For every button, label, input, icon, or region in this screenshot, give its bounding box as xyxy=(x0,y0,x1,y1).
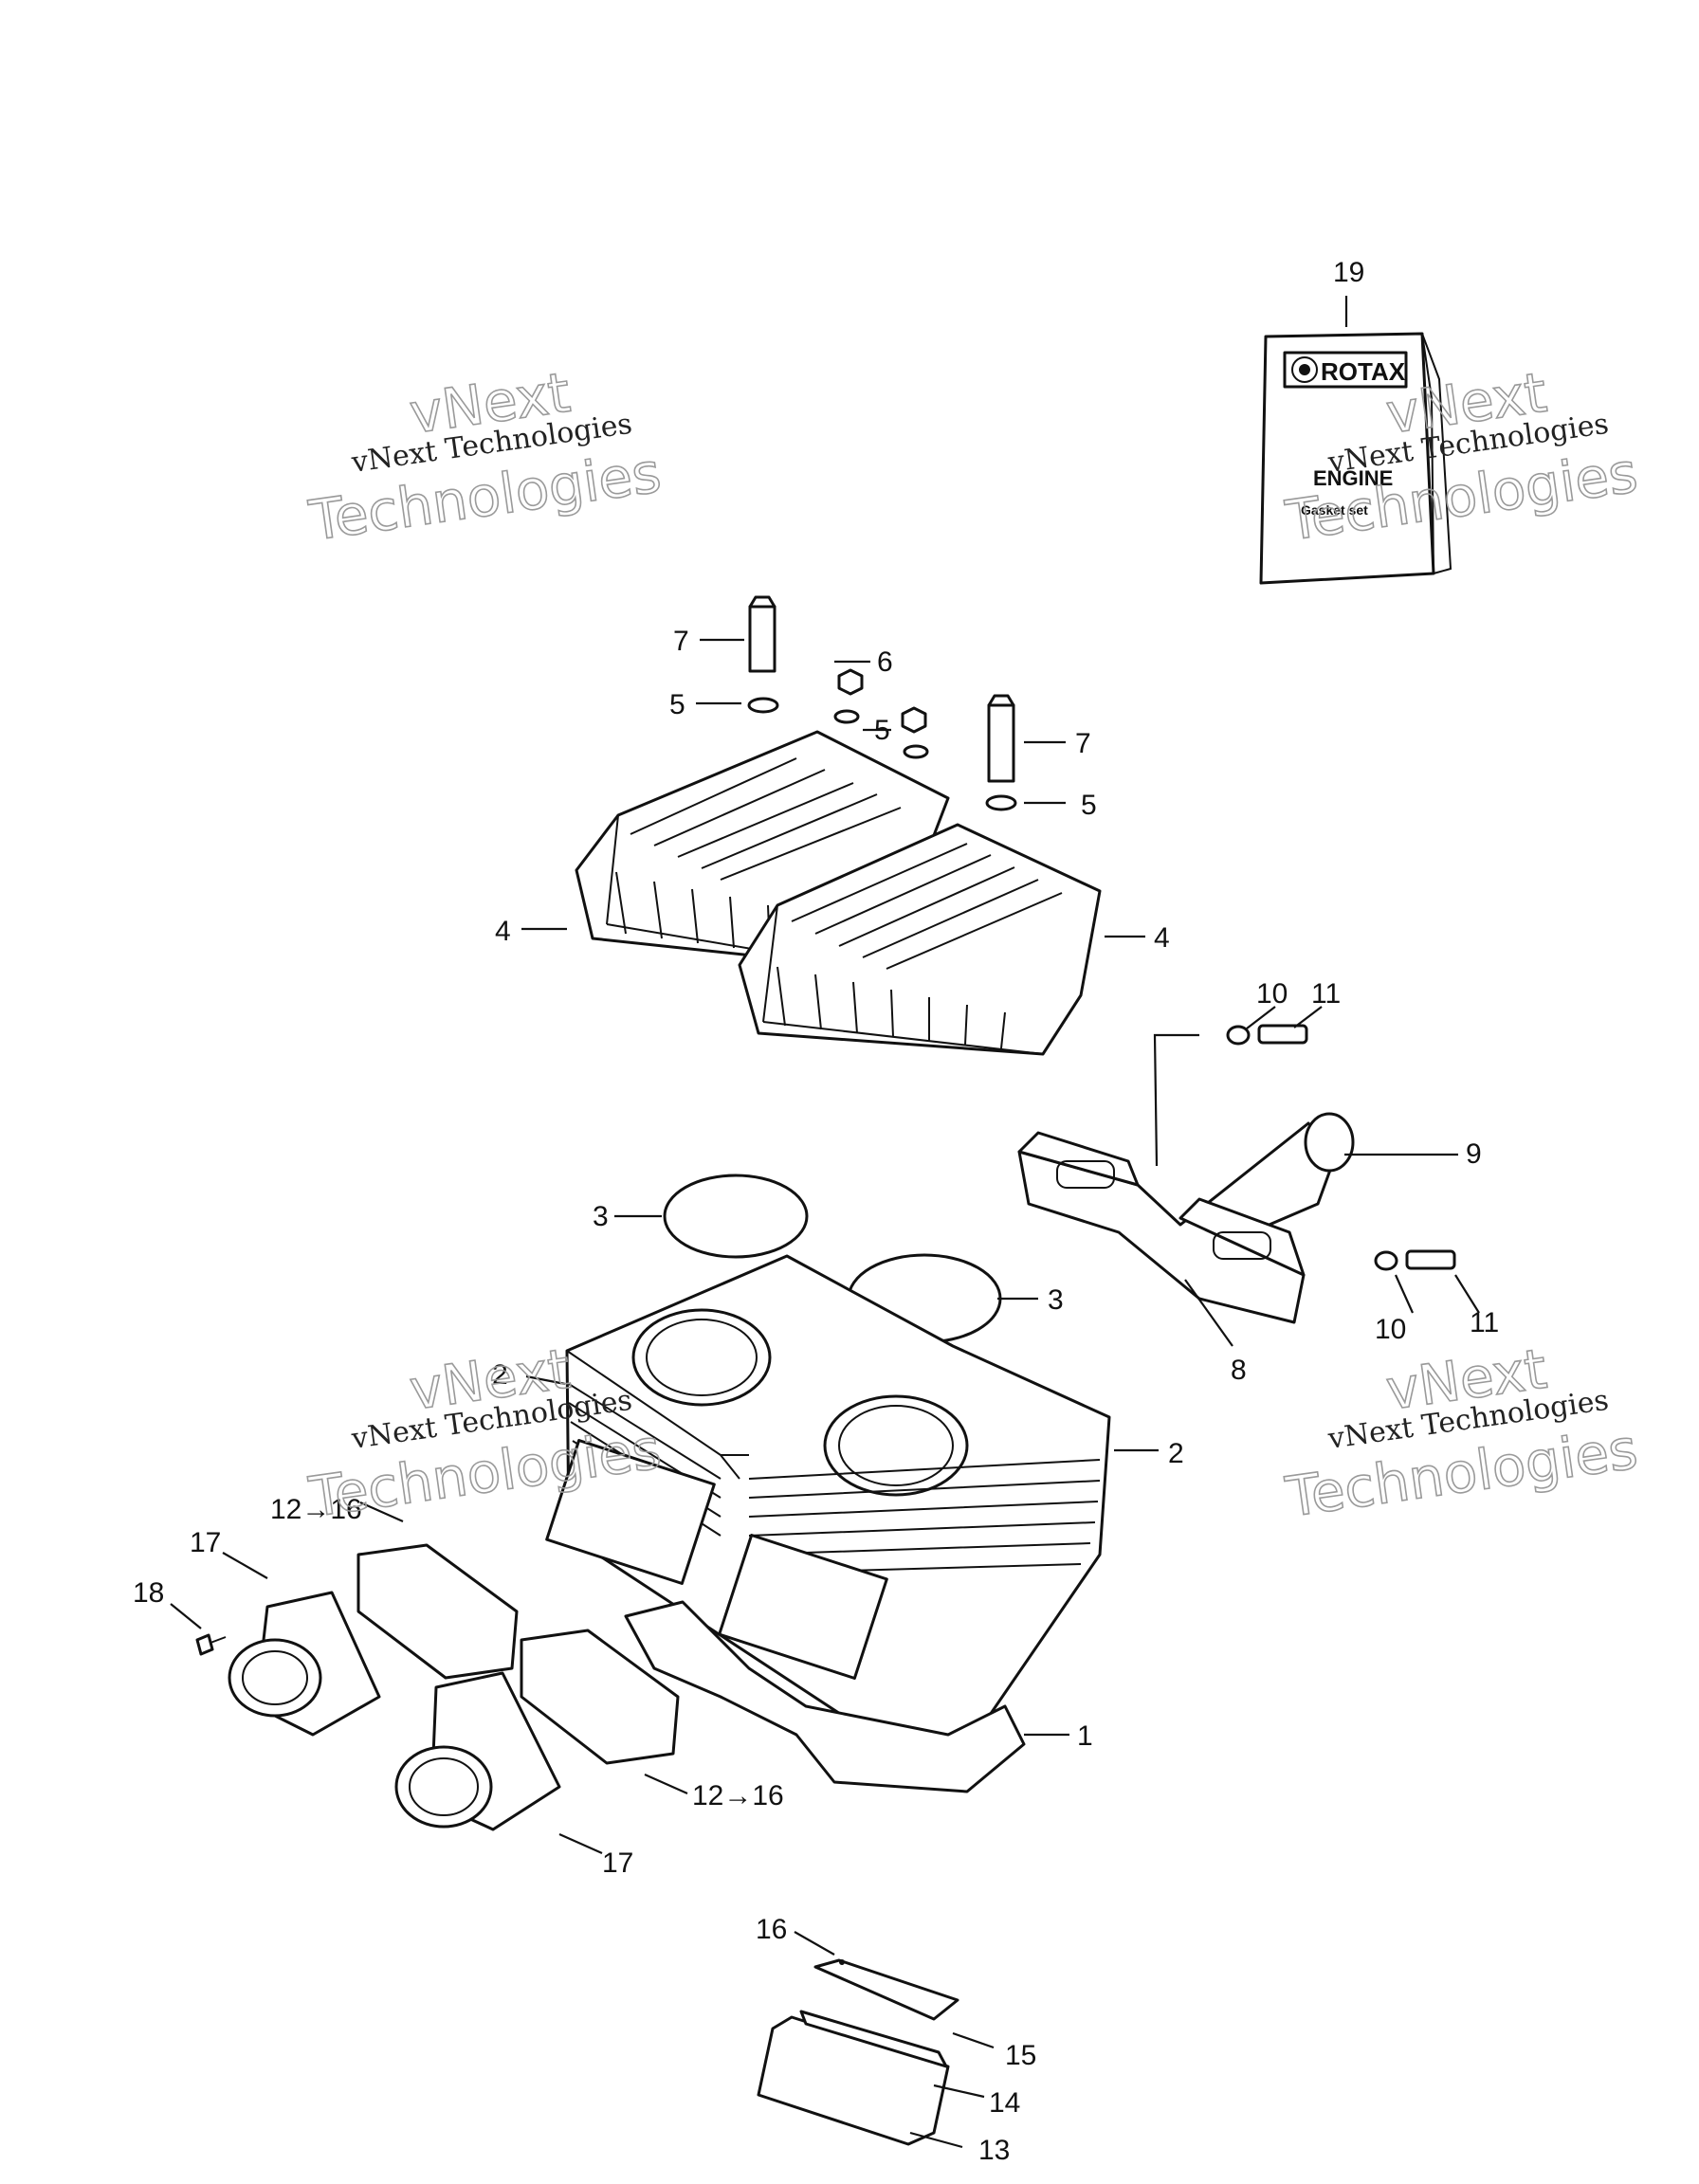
reed-screw xyxy=(839,1959,845,1965)
rotax-emblem-icon xyxy=(1291,356,1318,383)
intake-manifold-lower xyxy=(394,1671,561,1831)
callout-12-16-lower: 12→16 xyxy=(692,1780,784,1811)
callout-18: 18 xyxy=(133,1577,164,1609)
reed-housing-upper xyxy=(545,1439,716,1585)
washer-10-lower xyxy=(1374,1250,1398,1271)
callout-14: 14 xyxy=(989,2087,1020,2119)
callout-12-16-upper: 12→16 xyxy=(270,1494,362,1525)
callout-3-left: 3 xyxy=(593,1201,609,1232)
manual-subtitle: Gasket set xyxy=(1301,502,1368,518)
manual-brand: ROTAX xyxy=(1321,357,1406,386)
reed-block-lower xyxy=(520,1629,680,1765)
callout-17-lower: 17 xyxy=(602,1847,633,1879)
nut-a xyxy=(837,668,864,696)
callout-7-lower: 7 xyxy=(1075,728,1091,759)
callout-10-upper: 10 xyxy=(1256,978,1288,1010)
screw-18 xyxy=(195,1633,227,1656)
reed-petal xyxy=(799,2010,948,2068)
callout-8: 8 xyxy=(1231,1355,1247,1386)
callout-9: 9 xyxy=(1466,1138,1482,1170)
callout-1: 1 xyxy=(1077,1720,1093,1752)
stud-left xyxy=(748,595,776,673)
callout-6: 6 xyxy=(877,646,893,678)
o-ring-left xyxy=(663,1174,809,1259)
washer-b xyxy=(903,744,929,759)
washer-right xyxy=(985,794,1017,811)
bolt-11-upper xyxy=(1257,1024,1308,1045)
washer-left xyxy=(747,697,779,714)
watermark-middle-right: vNext vNext Technologies Technologies xyxy=(1281,1336,1642,1530)
callout-19: 19 xyxy=(1333,257,1364,288)
nut-b xyxy=(901,706,927,734)
callout-11-lower: 11 xyxy=(1470,1307,1499,1338)
cylinder-head-right xyxy=(738,823,1102,1056)
reed-stop-plate xyxy=(813,1958,959,2021)
washer-a xyxy=(833,709,860,724)
callout-7-upper: 7 xyxy=(673,626,689,657)
callout-4-left: 4 xyxy=(495,916,511,947)
bolt-11-lower xyxy=(1405,1249,1456,1270)
manual-title: ENGINE xyxy=(1313,466,1393,490)
callout-5-middle: 5 xyxy=(874,715,890,746)
reed-housing-lower xyxy=(718,1534,888,1680)
callout-15: 15 xyxy=(1005,2040,1036,2071)
callout-11-upper: 11 xyxy=(1311,978,1341,1010)
callout-5-lower: 5 xyxy=(1081,790,1097,821)
callout-4-right: 4 xyxy=(1154,922,1170,954)
base-gasket xyxy=(624,1600,1026,1793)
callout-5-upper: 5 xyxy=(669,689,685,720)
watermark-top-left: vNext vNext Technologies Technologies xyxy=(304,359,666,554)
callout-16: 16 xyxy=(756,1914,787,1945)
cylinder-block xyxy=(565,1254,1111,1756)
callout-13: 13 xyxy=(978,2135,1010,2166)
reed-block-upper xyxy=(356,1543,519,1680)
reed-cage xyxy=(757,2015,950,2146)
callout-10-lower: 10 xyxy=(1375,1314,1406,1345)
callout-2-right: 2 xyxy=(1168,1438,1184,1469)
exhaust-manifold xyxy=(1017,1112,1355,1324)
callout-2-left: 2 xyxy=(492,1359,508,1391)
callout-3-right: 3 xyxy=(1048,1284,1064,1316)
intake-manifold-upper xyxy=(228,1591,381,1737)
stud-right xyxy=(987,694,1015,783)
callout-17-upper: 17 xyxy=(190,1527,221,1558)
engine-manual-booklet: ROTAX ENGINE Gasket set xyxy=(1259,332,1452,585)
washer-10-upper xyxy=(1226,1025,1251,1046)
